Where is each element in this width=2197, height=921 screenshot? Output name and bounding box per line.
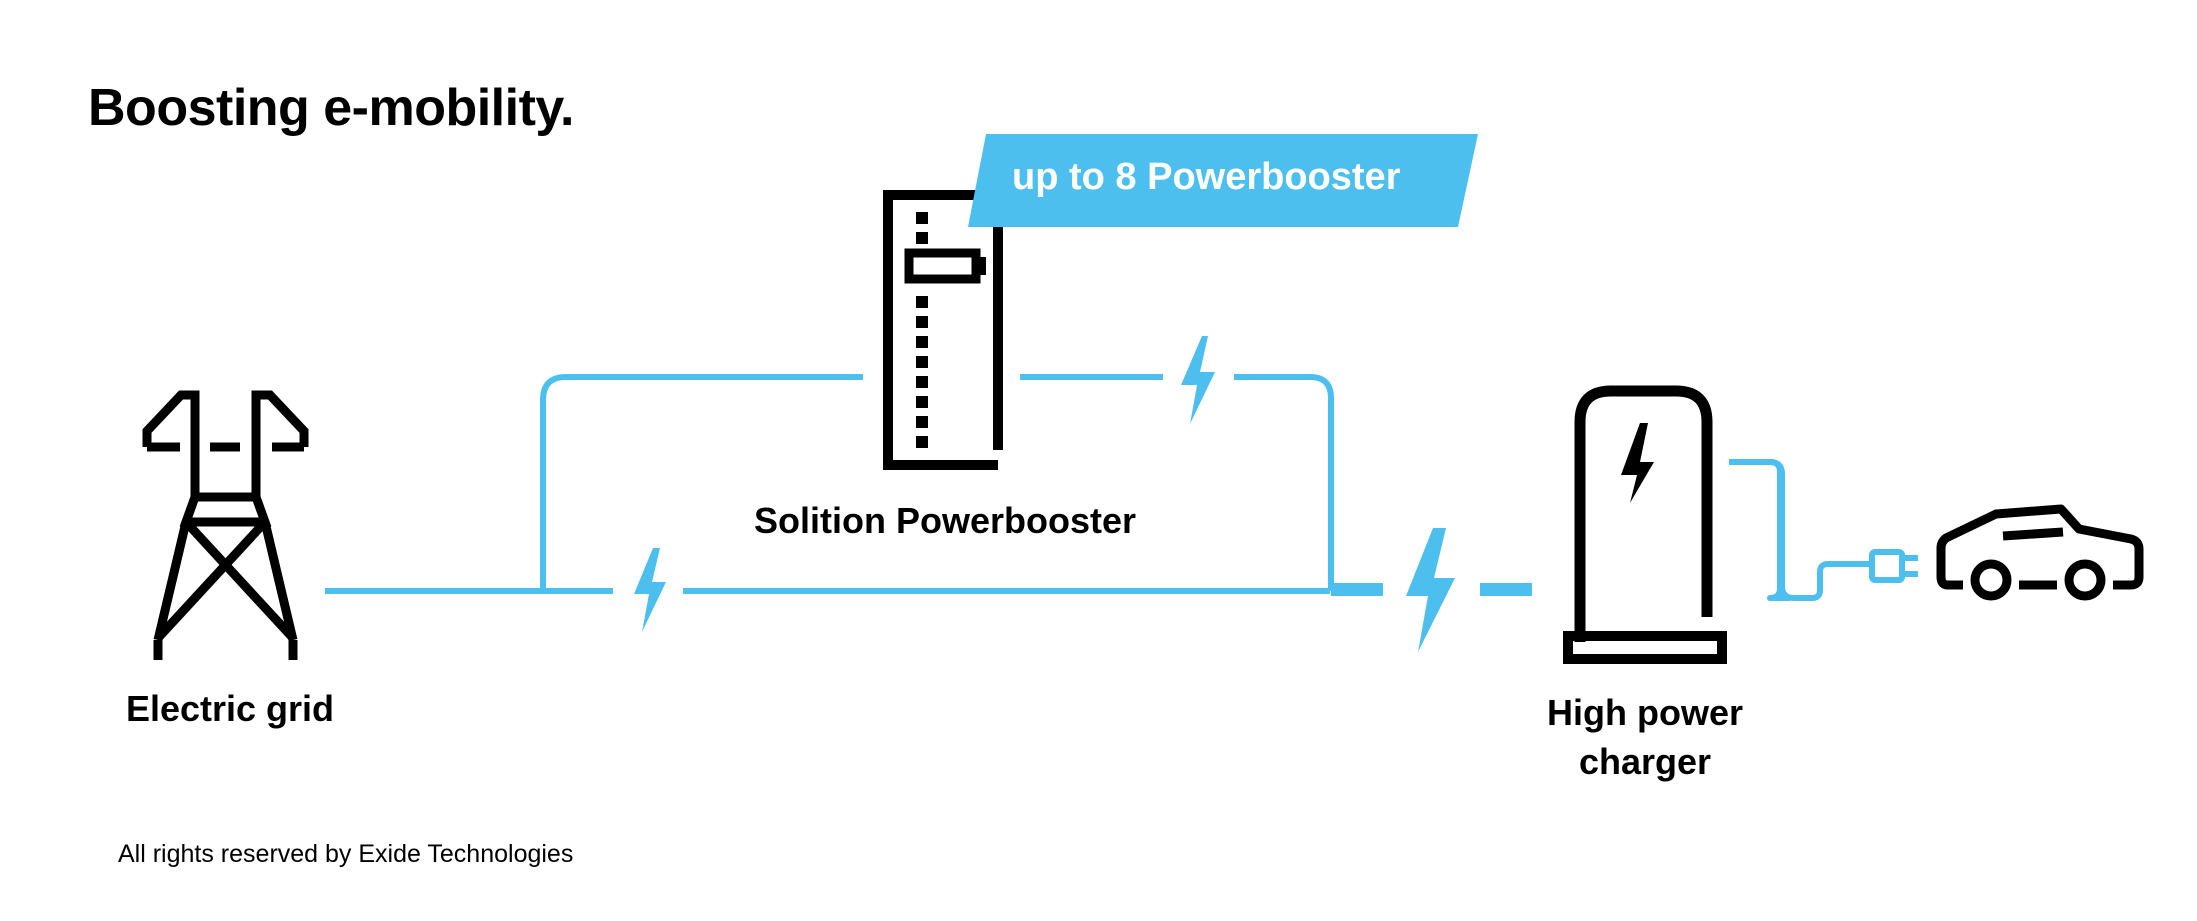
powerbooster-label: Solition Powerbooster [753, 500, 1137, 541]
booster-output-line-b [1234, 374, 1334, 591]
page-title: Boosting e-mobility. [88, 79, 574, 137]
charger-feed-segment-2 [1480, 583, 1532, 596]
battery-cabinet-icon [883, 190, 1003, 470]
badge-text: up to 8 Powerbooster [1012, 156, 1401, 198]
lightning-bolt-icon [1181, 336, 1215, 424]
car-cable [1729, 459, 1872, 601]
copyright-footer: All rights reserved by Exide Technologie… [118, 840, 574, 868]
plug-icon [1869, 549, 1918, 583]
charger-feed-segment [1331, 583, 1383, 596]
charger-label-line2: charger [1578, 741, 1712, 782]
lightning-bolt-icon [634, 548, 666, 632]
connection-lines [325, 374, 1790, 601]
power-pylon-icon [142, 390, 309, 660]
ev-charger-icon [1563, 385, 1727, 664]
badge-background [968, 134, 1478, 227]
lightning-bolt-icon [1406, 528, 1455, 652]
lightning-bolt-icon [1621, 423, 1654, 503]
powerbooster-badge: up to 8 Powerbooster [968, 134, 1478, 227]
electric-car-icon [1936, 504, 2144, 601]
charger-label-line1: High power [1547, 692, 1743, 733]
electric-grid-label: Electric grid [125, 688, 335, 729]
charger-label: High power charger [1530, 688, 1760, 786]
booster-input-line [540, 374, 863, 591]
